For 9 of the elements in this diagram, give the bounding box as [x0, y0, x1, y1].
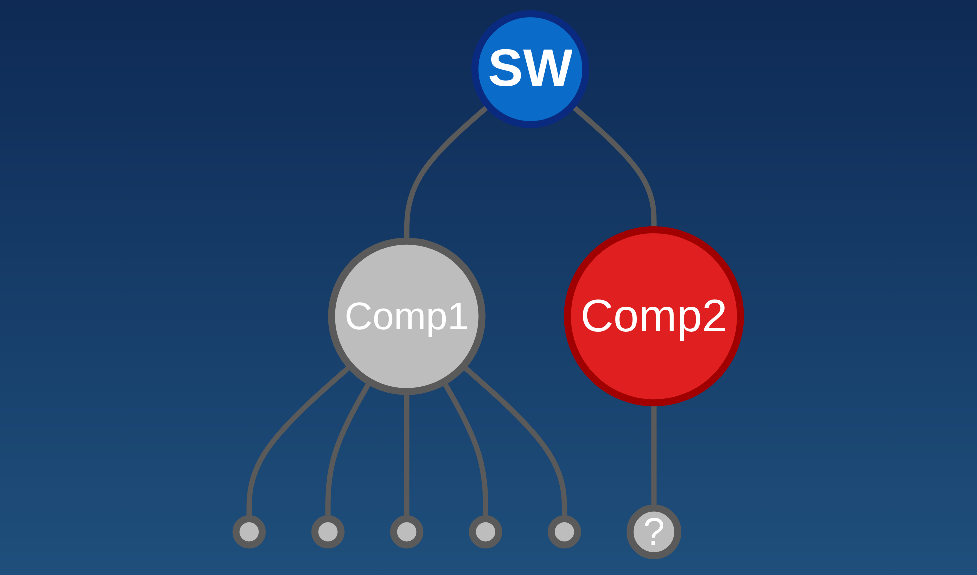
node-circle — [390, 515, 424, 549]
node-circle: ? — [626, 504, 682, 560]
node-circle — [548, 515, 582, 549]
node-circle: Comp1 — [328, 238, 486, 396]
node-circle: Comp2 — [564, 226, 744, 407]
node-circle — [232, 515, 266, 549]
node-circle — [469, 515, 502, 549]
node-circle: SW — [472, 10, 590, 128]
node-circle — [312, 515, 345, 549]
